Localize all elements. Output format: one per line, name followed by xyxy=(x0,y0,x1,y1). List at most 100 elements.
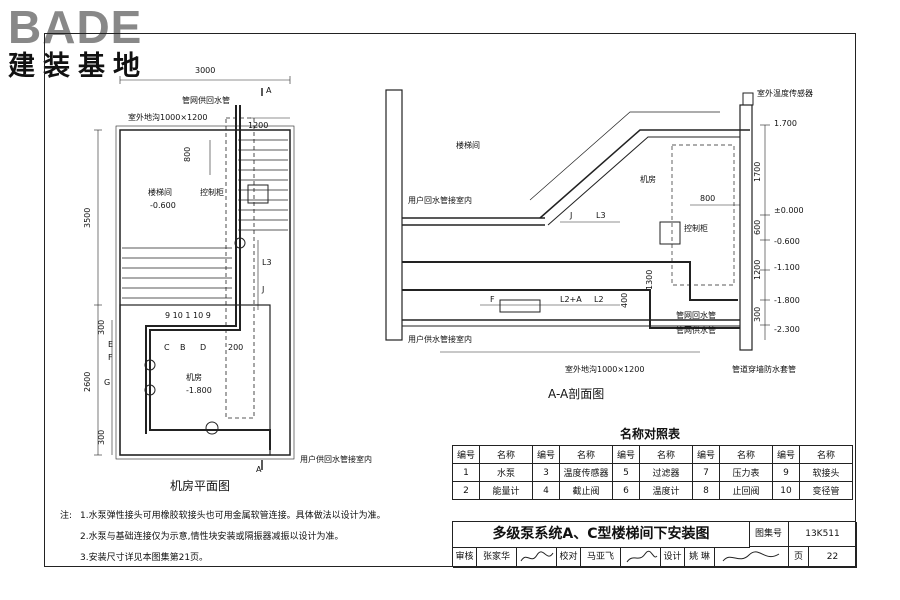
ref-h4: 编号 xyxy=(612,445,640,464)
plan-room-label: 机房 xyxy=(186,372,202,382)
plan-dim-3500: 3500 xyxy=(83,208,92,228)
plan-room-wall xyxy=(119,304,271,456)
title-block: 多级泵系统A、C型楼梯间下安装图 图集号 13K511 审核 张家华 校对 马亚… xyxy=(452,521,857,568)
ref-h5: 名称 xyxy=(639,445,693,464)
bade-logo: BADE 建装基地 xyxy=(8,4,173,84)
ref-r0c9: 软接头 xyxy=(799,463,853,482)
plan-dim-J: J xyxy=(261,285,264,294)
plan-pump-icon xyxy=(144,359,156,371)
plan-dim-F: F xyxy=(108,353,113,362)
plan-nums-row: 9 10 1 10 9 xyxy=(165,311,211,320)
plan-outer-wall-line xyxy=(115,125,295,460)
note-item-3: 3.安装尺寸详见本图集第21页。 xyxy=(80,553,209,563)
ref-r0c4: 5 xyxy=(612,463,640,482)
ref-r1c1: 能量计 xyxy=(479,481,533,500)
plan-title: 机房平面图 xyxy=(170,478,230,493)
section-dim-J: J xyxy=(569,211,572,220)
ref-r0c0: 1 xyxy=(452,463,480,482)
designer-signature xyxy=(715,547,789,568)
section-elev-1700: 1.700 xyxy=(774,119,797,128)
signature-icon xyxy=(520,551,554,562)
checker-signature xyxy=(621,547,661,568)
plan-trench-label: 室外地沟1000×1200 xyxy=(128,112,207,122)
section-dim-1700: 1700 xyxy=(753,162,762,182)
logo-subtitle: 建装基地 xyxy=(8,51,148,82)
section-elev-0600: -0.600 xyxy=(774,237,800,246)
plan-dim-300a: 300 xyxy=(97,320,106,335)
plan-dim-E: E xyxy=(108,340,113,349)
plan-pump-icon-2 xyxy=(144,384,156,396)
section-dim-F: F xyxy=(490,295,495,304)
plan-valve-icon xyxy=(234,237,246,249)
section-left-wall xyxy=(385,89,403,341)
ref-h8: 编号 xyxy=(772,445,800,464)
plan-dim-C: C xyxy=(164,343,170,352)
section-stair-label: 楼梯间 xyxy=(456,140,480,150)
ref-r0c2: 3 xyxy=(532,463,560,482)
ref-r1c2: 4 xyxy=(532,481,560,500)
reference-header-row: 编号 名称 编号 名称 编号 名称 编号 名称 编号 名称 xyxy=(452,445,853,464)
page-number: 22 xyxy=(809,547,857,568)
section-net-supply-label: 管网供水管 xyxy=(676,325,716,335)
section-room-label: 机房 xyxy=(640,174,656,184)
plan-user-pipe-label: 用户供回水管接室内 xyxy=(300,454,372,464)
ref-h7: 名称 xyxy=(719,445,773,464)
reviewer-name: 张家华 xyxy=(477,547,517,568)
section-user-supply-label: 用户供水管接室内 xyxy=(408,334,472,344)
plan-dim-2600: 2600 xyxy=(83,372,92,392)
drawing-title: 多级泵系统A、C型楼梯间下安装图 xyxy=(453,522,750,548)
section-dim-800: 800 xyxy=(700,194,715,203)
ref-r0c8: 9 xyxy=(772,463,800,482)
section-dim-600: 600 xyxy=(753,220,762,235)
plan-meter-icon xyxy=(205,421,219,435)
ref-r0c7: 压力表 xyxy=(719,463,773,482)
plan-dim-D: D xyxy=(200,343,206,352)
reference-table: 编号 名称 编号 名称 编号 名称 编号 名称 编号 名称 1 水泵 3 温度传… xyxy=(452,445,853,500)
ref-h2: 编号 xyxy=(532,445,560,464)
section-dim-L2: L2 xyxy=(594,295,604,304)
ref-r1c3: 截止阀 xyxy=(559,481,613,500)
section-sensor-label: 室外温度传感器 xyxy=(757,88,813,98)
plan-view xyxy=(94,76,295,470)
section-view xyxy=(385,89,770,353)
plan-section-a-top: A xyxy=(266,86,272,95)
ref-r1c9: 变径管 xyxy=(799,481,853,500)
table-row: 1 水泵 3 温度传感器 5 过滤器 7 压力表 9 软接头 xyxy=(452,463,853,482)
plan-control-cabinet xyxy=(247,184,269,204)
review-label: 审核 xyxy=(453,547,477,568)
section-dim-L3: L3 xyxy=(596,211,606,220)
ref-r1c4: 6 xyxy=(612,481,640,500)
signature-icon xyxy=(626,550,658,563)
ref-r0c5: 过滤器 xyxy=(639,463,693,482)
section-stair xyxy=(539,129,750,219)
notes-label: 注: xyxy=(60,511,73,521)
section-trench-label: 室外地沟1000×1200 xyxy=(565,364,644,374)
plan-dim-800: 800 xyxy=(183,147,192,162)
plan-supply-return-label: 管网供回水管 xyxy=(182,95,230,105)
ref-r0c6: 7 xyxy=(692,463,720,482)
plan-dim-L3: L3 xyxy=(262,258,272,267)
atlas-number: 13K511 xyxy=(789,522,857,547)
section-elev-1100: -1.100 xyxy=(774,263,800,272)
ref-h3: 名称 xyxy=(559,445,613,464)
plan-dim-200: 200 xyxy=(228,343,243,352)
plan-stair-treads xyxy=(122,130,288,300)
section-right-wall xyxy=(739,104,753,351)
note-item-1: 1.水泵弹性接头可用橡胶软接头也可用金属软管连接。具体做法以设计为准。 xyxy=(80,511,386,521)
section-net-return-label: 管网回水管 xyxy=(676,310,716,320)
section-sensor-icon xyxy=(742,92,754,106)
plan-pipes xyxy=(145,105,271,450)
plan-control-label: 控制柜 xyxy=(200,187,224,197)
ref-h9: 名称 xyxy=(799,445,853,464)
plan-dim-G: G xyxy=(104,378,110,387)
ref-r1c0: 2 xyxy=(452,481,480,500)
checker-name: 马亚飞 xyxy=(581,547,621,568)
plan-section-a-bottom: A xyxy=(256,465,262,474)
notes: 注: 1.水泵弹性接头可用橡胶软接头也可用金属软管连接。具体做法以设计为准。 2… xyxy=(60,506,386,569)
signature-icon xyxy=(722,551,780,562)
ref-r0c3: 温度传感器 xyxy=(559,463,613,482)
section-dim-1200: 1200 xyxy=(753,260,762,280)
ref-r0c1: 水泵 xyxy=(479,463,533,482)
plan-dim-B: B xyxy=(180,343,186,352)
